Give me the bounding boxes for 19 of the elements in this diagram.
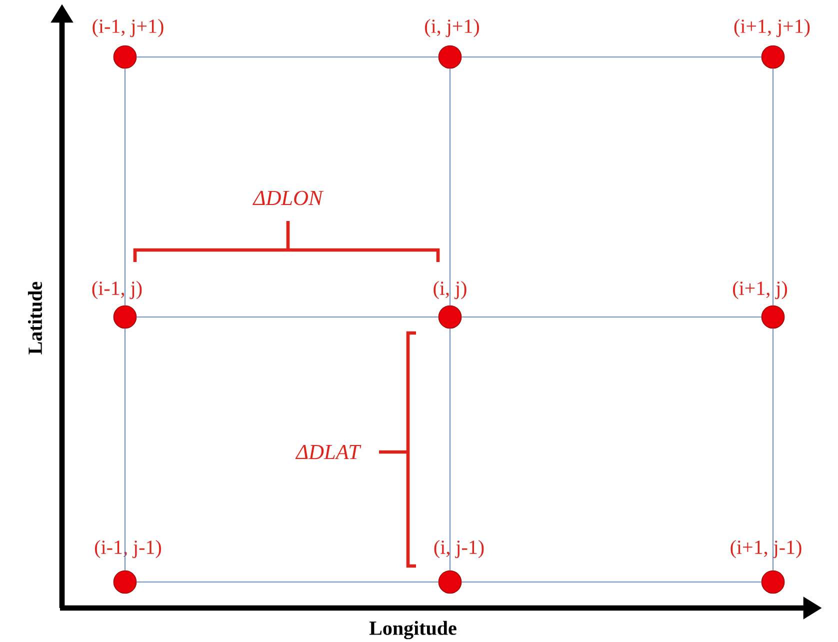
coordinate-label: (i, j) — [434, 280, 466, 300]
coordinate-label: (i-1, j+1) — [92, 18, 164, 38]
coordinate-label: (i+1, j) — [733, 280, 787, 300]
grid-line — [136, 316, 439, 318]
grid-line — [136, 56, 439, 58]
coordinate-label: (i+1, j+1) — [734, 18, 810, 38]
grid-line — [124, 68, 126, 306]
grid-line — [772, 328, 774, 571]
axis-label: Latitude — [28, 282, 42, 354]
dimension-label: ΔDLAT — [295, 444, 362, 460]
grid-line — [461, 316, 762, 318]
grid-line — [461, 56, 762, 58]
grid-line — [124, 328, 126, 571]
coordinate-label: (i, j-1) — [434, 540, 484, 558]
coordinate-label: (i, j+1) — [425, 18, 479, 38]
axis-label: Longitude — [369, 620, 456, 640]
grid-line — [772, 68, 774, 306]
dimension-label: ΔDLON — [252, 190, 324, 206]
coordinate-label: (i-1, j) — [92, 280, 142, 300]
